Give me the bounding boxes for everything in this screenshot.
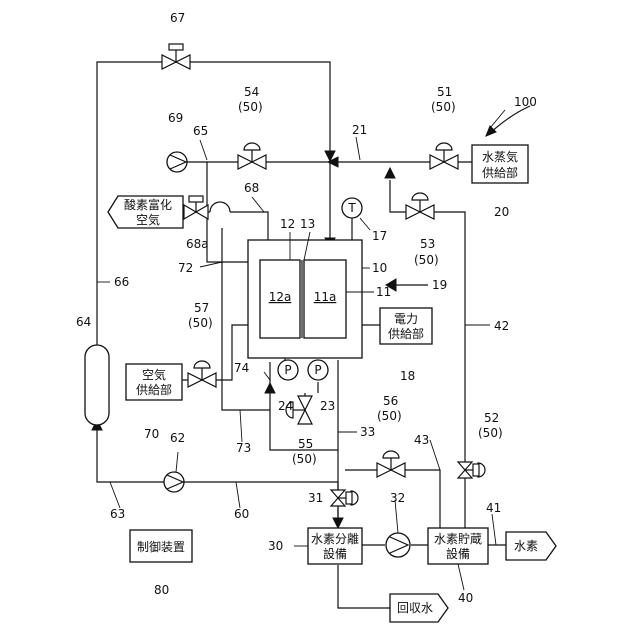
ref-69: 69 <box>168 111 183 125</box>
oxygen-air-label-1: 酸素富化 <box>124 197 172 212</box>
power-supply-label-1: 電力 <box>394 312 418 326</box>
valve-31 <box>331 490 358 506</box>
ref-30: 30 <box>268 539 283 553</box>
valve-57 <box>188 361 216 387</box>
ref-55-sub: (50) <box>292 452 317 466</box>
ref-65: 65 <box>193 124 208 138</box>
flow-arrow-down-31 <box>333 518 343 528</box>
valve-68a <box>184 196 208 219</box>
pump-23-symbol: P <box>314 363 321 377</box>
ref-18: 18 <box>400 369 415 383</box>
h2-separation-label-1: 水素分離 <box>311 532 359 546</box>
ref-56-sub: (50) <box>377 409 402 423</box>
arrow-100-head <box>486 126 496 136</box>
pump-32 <box>386 533 410 557</box>
ref-41: 41 <box>486 501 501 515</box>
ref-42: 42 <box>494 319 509 333</box>
air-supply-label-2: 供給部 <box>136 382 172 397</box>
air-supply-label-1: 空気 <box>142 367 166 382</box>
ref-17: 17 <box>372 229 387 243</box>
oxygen-air-label-2: 空気 <box>136 212 160 227</box>
pipe-crossover-68 <box>210 202 230 212</box>
anode-cell-label: 12a <box>269 290 292 304</box>
ref-66: 66 <box>114 275 129 289</box>
flow-arrow-up-53 <box>385 168 395 178</box>
ref-31: 31 <box>308 491 323 505</box>
ref-53: 53 <box>420 237 435 251</box>
ref-70: 70 <box>144 427 159 441</box>
ref-54: 54 <box>244 85 259 99</box>
ref-67: 67 <box>170 11 185 25</box>
ref-68a: 68a <box>186 237 209 251</box>
valve-67 <box>162 44 190 69</box>
pump-24-symbol: P <box>284 363 291 377</box>
arrow-100 <box>490 106 530 133</box>
cathode-cell-label: 11a <box>314 290 337 304</box>
ref-52: 52 <box>484 411 499 425</box>
ref-100: 100 <box>514 95 537 109</box>
ref-57-sub: (50) <box>188 316 213 330</box>
ref-21: 21 <box>352 123 367 137</box>
buffer-tank-64 <box>85 345 109 425</box>
steam-supply-label-2: 供給部 <box>482 165 518 180</box>
h2-storage-label-2: 設備 <box>446 546 470 561</box>
ref-57: 57 <box>194 301 209 315</box>
ref-20: 20 <box>494 205 509 219</box>
valve-54 <box>238 143 266 169</box>
valve-53 <box>406 193 434 219</box>
ref-53-sub: (50) <box>414 253 439 267</box>
flow-arrow-up-55 <box>265 383 275 393</box>
ref-60: 60 <box>234 507 249 521</box>
steam-supply-label-1: 水蒸気 <box>482 149 518 164</box>
valve-51 <box>430 143 458 169</box>
ref-43: 43 <box>414 433 429 447</box>
ref-19: 19 <box>432 278 447 292</box>
equipment-boxes: 水蒸気 供給部 酸素富化 空気 12a 11a 電力 供給部 空気 供給部 制御… <box>85 145 556 622</box>
power-supply-label-2: 供給部 <box>388 326 424 341</box>
ref-12: 12 <box>280 217 295 231</box>
ref-80: 80 <box>154 583 169 597</box>
ref-40: 40 <box>458 591 473 605</box>
ref-33: 33 <box>360 425 375 439</box>
valve-56 <box>377 451 405 477</box>
ref-64: 64 <box>76 315 91 329</box>
ref-74: 74 <box>234 361 249 375</box>
ref-52-sub: (50) <box>478 426 503 440</box>
controller-label: 制御装置 <box>137 539 185 554</box>
valve-52 <box>458 462 485 478</box>
ref-73: 73 <box>236 441 251 455</box>
ref-63: 63 <box>110 507 125 521</box>
recovered-water-label: 回収水 <box>397 601 433 615</box>
ref-23: 23 <box>320 399 335 413</box>
ref-11: 11 <box>376 285 391 299</box>
ref-51: 51 <box>437 85 452 99</box>
ref-72: 72 <box>178 261 193 275</box>
ref-54-sub: (50) <box>238 100 263 114</box>
ref-62: 62 <box>170 431 185 445</box>
ref-55: 55 <box>298 437 313 451</box>
ref-51-sub: (50) <box>431 100 456 114</box>
hydrogen-label: 水素 <box>514 539 538 553</box>
ref-32: 32 <box>390 491 405 505</box>
ref-10: 10 <box>372 261 387 275</box>
h2-separation-label-2: 設備 <box>323 546 347 561</box>
ref-56: 56 <box>383 394 398 408</box>
ref-24: 24 <box>278 399 293 413</box>
h2-storage-label-1: 水素貯蔵 <box>434 532 482 546</box>
pipe-water <box>338 565 390 608</box>
ref-13: 13 <box>300 217 315 231</box>
ref-68: 68 <box>244 181 259 195</box>
temp-sensor-symbol: T <box>347 201 356 215</box>
